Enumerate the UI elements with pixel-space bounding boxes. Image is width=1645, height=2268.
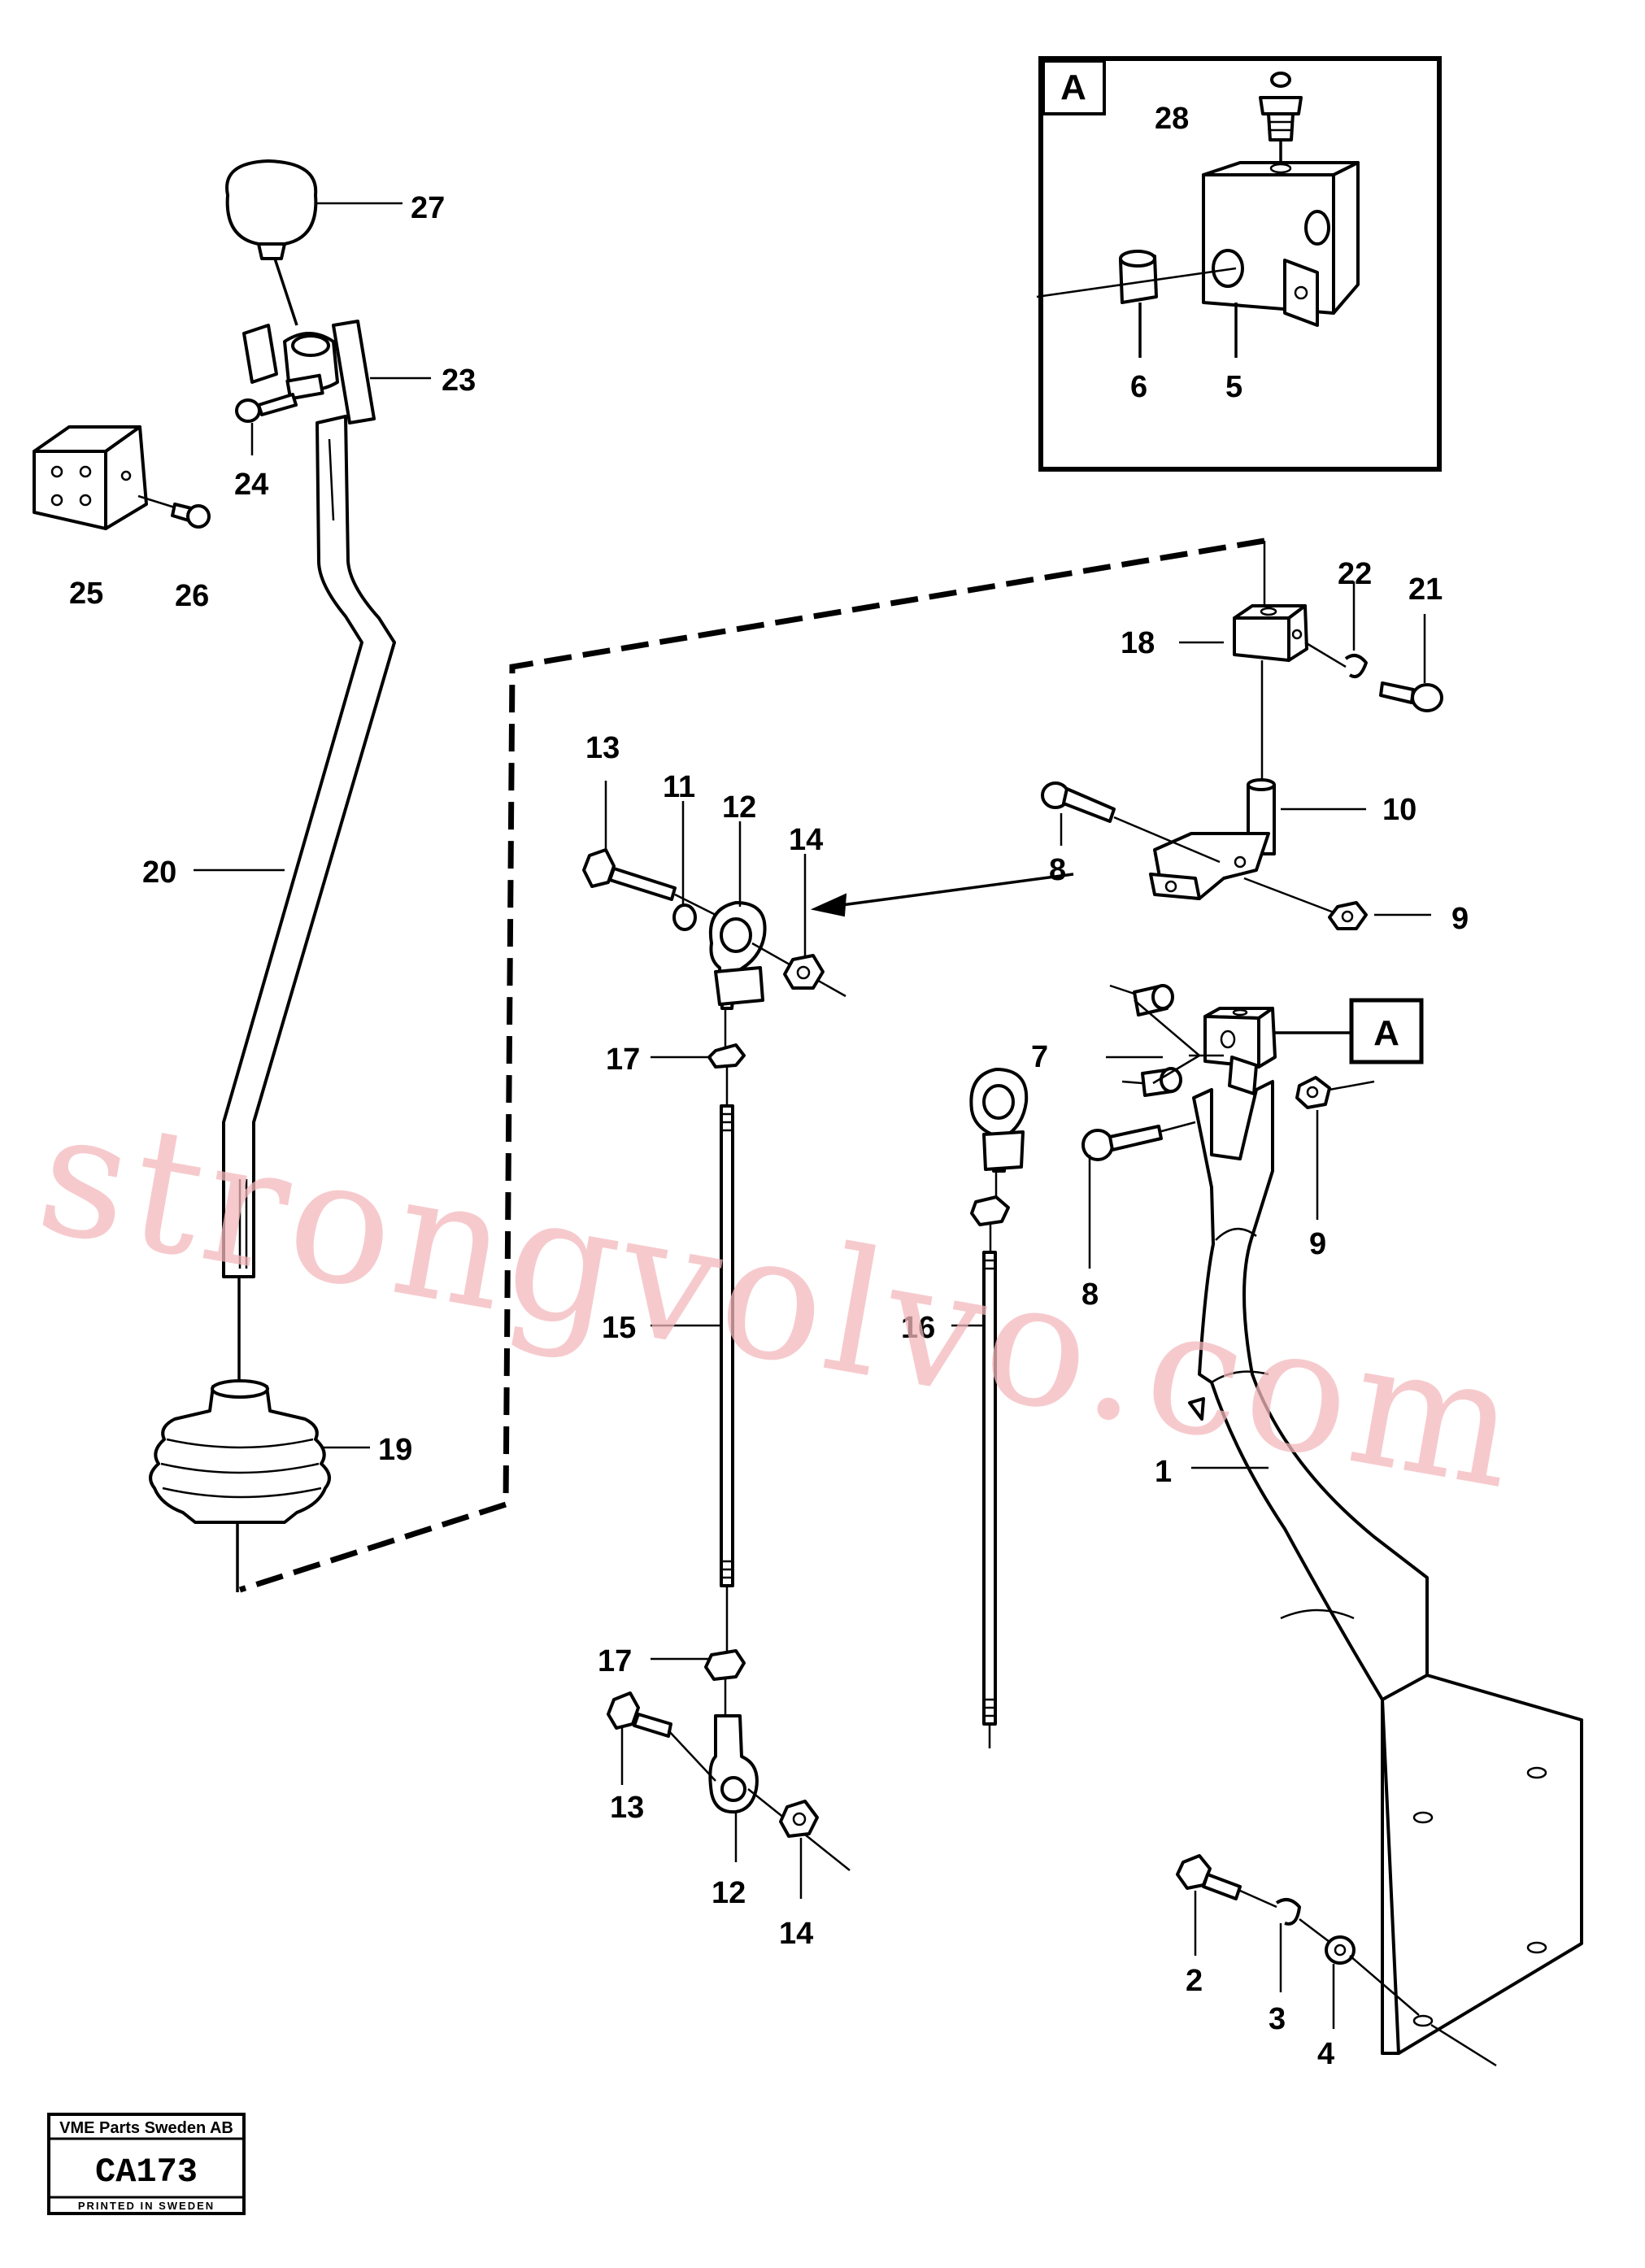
rubber-boot xyxy=(149,1379,331,1524)
printed-note: PRINTED IN SWEDEN xyxy=(78,2200,215,2212)
mounting-block xyxy=(33,425,148,530)
label-8-lower: 8 xyxy=(1081,1278,1099,1312)
label-5: 5 xyxy=(1225,370,1242,404)
label-9-upper: 9 xyxy=(1451,902,1469,936)
part-labels: 1 2 3 4 5 6 7 8 8 9 9 10 11 12 12 13 13 … xyxy=(69,102,1469,2071)
dashed-connection xyxy=(238,538,1265,1593)
label-17-bottom: 17 xyxy=(598,1644,632,1678)
callout-tag-a: A xyxy=(1373,1013,1399,1053)
label-15: 15 xyxy=(602,1311,636,1345)
label-7: 7 xyxy=(1031,1040,1048,1074)
grease-nipple xyxy=(1259,72,1303,141)
label-14-bottom: 14 xyxy=(779,1917,813,1951)
label-23: 23 xyxy=(442,363,476,398)
leader-lines xyxy=(194,202,1431,2029)
lever-knob xyxy=(225,159,318,260)
label-11: 11 xyxy=(663,770,695,804)
label-6: 6 xyxy=(1130,370,1147,404)
label-16: 16 xyxy=(901,1311,935,1345)
label-19: 19 xyxy=(378,1433,412,1467)
label-10: 10 xyxy=(1382,793,1417,827)
label-22: 22 xyxy=(1338,557,1372,591)
upper-linkage xyxy=(1041,541,1443,930)
title-block: VME Parts Sweden AB CA173 PRINTED IN SWE… xyxy=(47,2113,246,2215)
lever-clamp-bracket xyxy=(242,320,376,424)
assembly-arrow xyxy=(810,873,1074,917)
bracket-assembly xyxy=(1081,1076,1583,2067)
label-21: 21 xyxy=(1408,572,1443,607)
label-20: 20 xyxy=(142,855,176,890)
label-25: 25 xyxy=(69,577,103,611)
label-12-top: 12 xyxy=(722,790,756,825)
label-13-bottom: 13 xyxy=(610,1791,644,1825)
mounting-screw xyxy=(137,494,211,529)
rod-16-assembly xyxy=(969,1068,1029,1748)
label-2: 2 xyxy=(1186,1964,1203,1998)
bushing xyxy=(1036,250,1237,304)
label-17-top: 17 xyxy=(606,1043,640,1077)
label-1: 1 xyxy=(1155,1455,1172,1489)
label-8-upper: 8 xyxy=(1049,853,1066,887)
label-9-lower: 9 xyxy=(1309,1227,1326,1261)
detail-box-tag: A xyxy=(1060,67,1086,107)
label-26: 26 xyxy=(175,579,209,613)
label-27: 27 xyxy=(411,191,445,225)
drawing-code: CA173 xyxy=(95,2153,198,2192)
label-12-bottom: 12 xyxy=(712,1876,746,1910)
label-4: 4 xyxy=(1317,2037,1334,2071)
label-18: 18 xyxy=(1121,626,1155,660)
clamp-screw xyxy=(235,393,298,423)
detail-box-a: A xyxy=(1036,56,1442,472)
label-28: 28 xyxy=(1155,102,1189,136)
label-13-top: 13 xyxy=(585,731,620,765)
label-24: 24 xyxy=(234,468,268,502)
bushings-and-block: A xyxy=(1109,984,1424,1097)
label-14-top: 14 xyxy=(789,823,823,857)
rod-15-assembly xyxy=(582,848,851,1871)
company-name: VME Parts Sweden AB xyxy=(59,2119,233,2137)
lever-assembly xyxy=(33,159,396,1592)
pivot-block xyxy=(1202,161,1360,327)
lever-rod xyxy=(222,415,396,1278)
label-3: 3 xyxy=(1269,2002,1286,2036)
